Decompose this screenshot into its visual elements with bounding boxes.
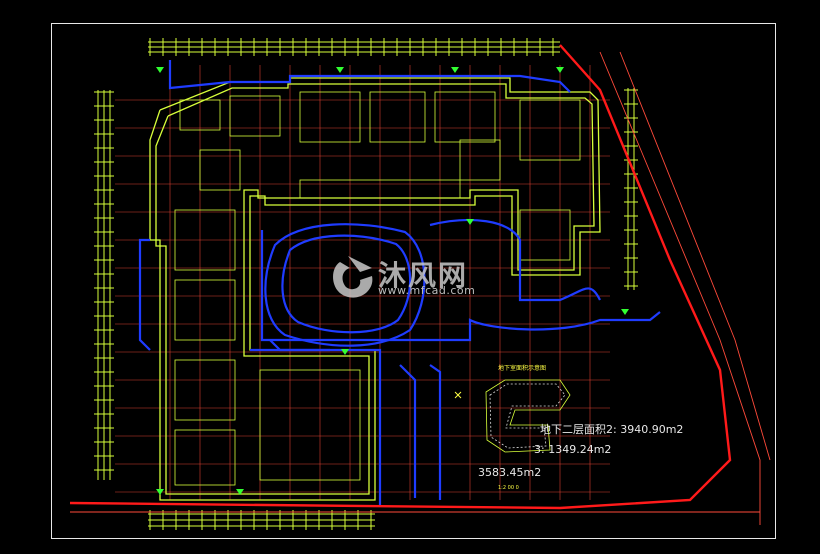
key-plan-title: 地下室面积示意图	[498, 364, 546, 372]
section-marker-icon	[156, 67, 164, 73]
room-wall	[174, 429, 236, 486]
watermark-url: www.mfcad.com	[378, 284, 476, 297]
section-marker-icon	[451, 67, 459, 73]
building-outline	[149, 77, 601, 501]
room-wall	[519, 209, 571, 261]
drawing-frame	[51, 23, 776, 539]
right-dimension-line	[627, 88, 635, 290]
cross-marker	[454, 391, 462, 399]
road-edge-lines	[70, 51, 771, 525]
room-wall	[299, 91, 361, 143]
bottom-dimension-line	[148, 513, 375, 527]
section-marker-icon	[621, 309, 629, 315]
room-wall	[179, 99, 221, 131]
section-marker-icon	[341, 349, 349, 355]
area-label-3: 3: 1349.24m2	[534, 443, 612, 456]
room-wall	[434, 91, 496, 143]
room-wall	[199, 149, 241, 191]
section-marker-icon	[466, 219, 474, 225]
area-label-1: 3583.45m2	[478, 466, 542, 479]
key-plan	[485, 379, 571, 453]
section-marker-icon	[336, 67, 344, 73]
room-wall	[519, 99, 581, 161]
red-boundary	[69, 44, 732, 510]
key-plan-scale: 1:2 00 0	[498, 485, 519, 491]
room-wall	[174, 359, 236, 421]
room-wall	[259, 369, 361, 481]
room-wall	[174, 209, 236, 271]
section-marker-icon	[556, 67, 564, 73]
section-marker-icon	[156, 489, 164, 495]
blue-pipelines	[138, 60, 661, 505]
watermark-brand: 沐风网	[378, 259, 469, 292]
section-marker-icon	[236, 489, 244, 495]
room-wall	[174, 279, 236, 341]
room-wall	[229, 95, 281, 137]
area-label-2: 地下二层面积2: 3940.90m2	[540, 423, 684, 436]
left-dimension-line	[97, 90, 111, 480]
room-wall	[369, 91, 426, 143]
room-wall	[299, 179, 461, 199]
top-dimension-line	[148, 41, 560, 53]
room-wall	[459, 139, 501, 181]
